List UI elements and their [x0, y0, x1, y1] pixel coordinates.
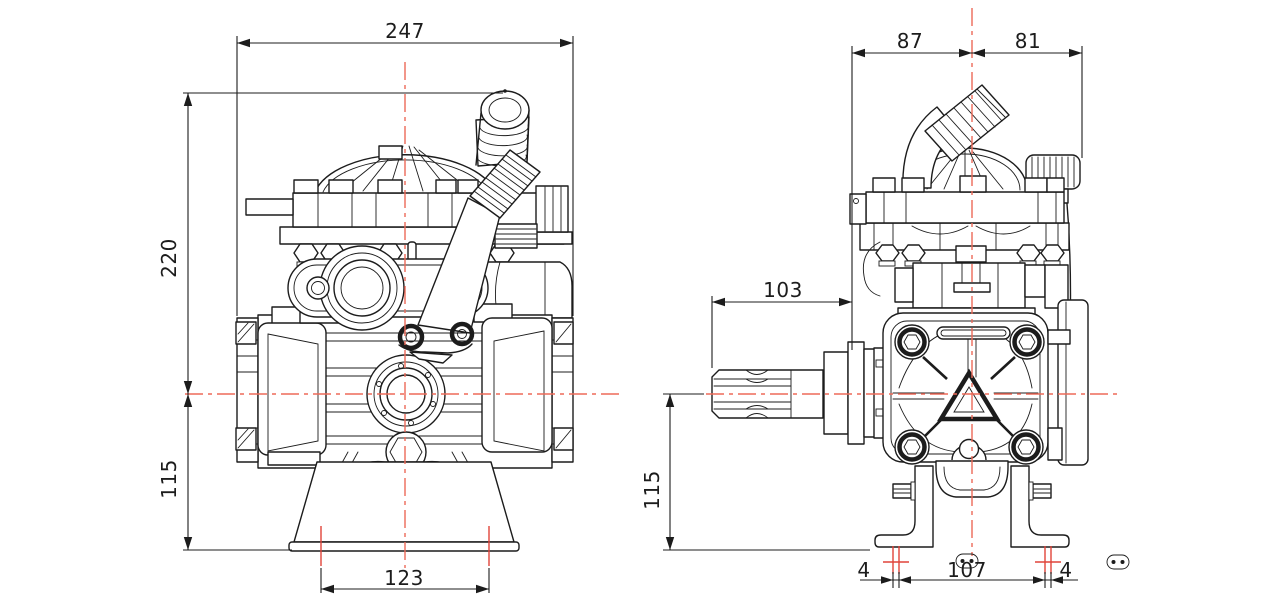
dimensions: 247 220 115 123 87 81 — [157, 19, 1083, 594]
side-shaft-label: 103 — [763, 278, 803, 302]
front-height-upper-dimension: 220 — [157, 92, 503, 394]
side-foot-slot-marks — [883, 546, 1061, 574]
front-dome — [314, 145, 496, 193]
front-width-label: 247 — [385, 19, 425, 43]
front-view-drawing — [235, 89, 574, 552]
front-suction-hose — [397, 89, 541, 364]
side-top-left-label: 87 — [897, 29, 923, 53]
front-width-dimension: 247 — [236, 19, 574, 316]
side-view-drawing — [711, 84, 1089, 548]
front-height-lower-dimension: 115 — [157, 394, 292, 551]
side-elbow-hose — [902, 84, 1010, 189]
side-height-lower-dimension: 115 — [640, 393, 870, 551]
side-shaft-dimension: 103 — [711, 278, 852, 368]
side-feet-span-label: 107 — [947, 558, 987, 582]
side-slot-right-label: 4 — [1059, 558, 1072, 582]
twin-dot-badge-icon — [1106, 554, 1130, 570]
front-center-port — [366, 354, 446, 434]
side-feet-dimensions: 4 107 4 — [857, 558, 1078, 588]
side-gearbox — [873, 299, 1089, 466]
side-top-dimensions: 87 81 — [851, 29, 1083, 350]
front-base-width-label: 123 — [384, 566, 424, 590]
front-stand — [288, 451, 520, 552]
twin-dot-badge-icon — [955, 553, 979, 569]
front-height-upper-label: 220 — [157, 238, 181, 278]
side-slot-left-label: 4 — [857, 558, 870, 582]
front-base-hole-marks — [320, 526, 490, 566]
center-lines — [185, 8, 1120, 574]
front-base-width-dimension: 123 — [320, 566, 490, 594]
front-height-lower-label: 115 — [157, 459, 181, 499]
side-top-right-label: 81 — [1015, 29, 1041, 53]
side-pto-shaft — [711, 341, 877, 445]
side-height-lower-label: 115 — [640, 470, 664, 510]
side-mid-body — [894, 245, 1069, 322]
